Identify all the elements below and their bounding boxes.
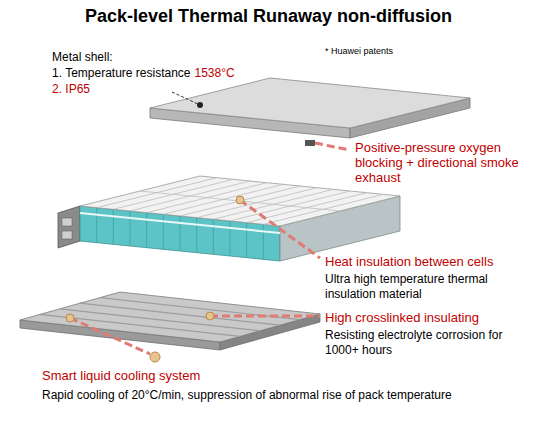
callout-text: Resisting electrolyte corrosion for 1000… bbox=[325, 328, 530, 358]
callout-text: Ultra high temperature thermal insulatio… bbox=[325, 272, 530, 302]
exhaust-valve bbox=[305, 140, 315, 146]
cooling-plate bbox=[20, 292, 320, 350]
metal-shell bbox=[150, 78, 470, 138]
cell-module bbox=[58, 176, 400, 261]
diagram-title: Pack-level Thermal Runaway non-diffusion bbox=[0, 6, 537, 28]
callout-text: Smart liquid cooling system bbox=[42, 368, 200, 384]
callout-text: Rapid cooling of 20°C/min, suppression o… bbox=[42, 388, 452, 402]
callout-text: 2. IP65 bbox=[52, 82, 90, 96]
callout-text: 1. Temperature resistance bbox=[52, 66, 191, 80]
callout-text: * Huawei patents bbox=[325, 46, 393, 57]
leader-lines bbox=[66, 92, 350, 362]
callout-text: 1538°C bbox=[195, 66, 235, 80]
callout-text: Heat insulation between cells bbox=[325, 254, 493, 270]
callout-text: High crosslinked insulating bbox=[325, 310, 479, 326]
callout-text: Positive-pressure oxygen blocking + dire… bbox=[355, 140, 533, 185]
callout-text: Metal shell: bbox=[52, 50, 113, 64]
